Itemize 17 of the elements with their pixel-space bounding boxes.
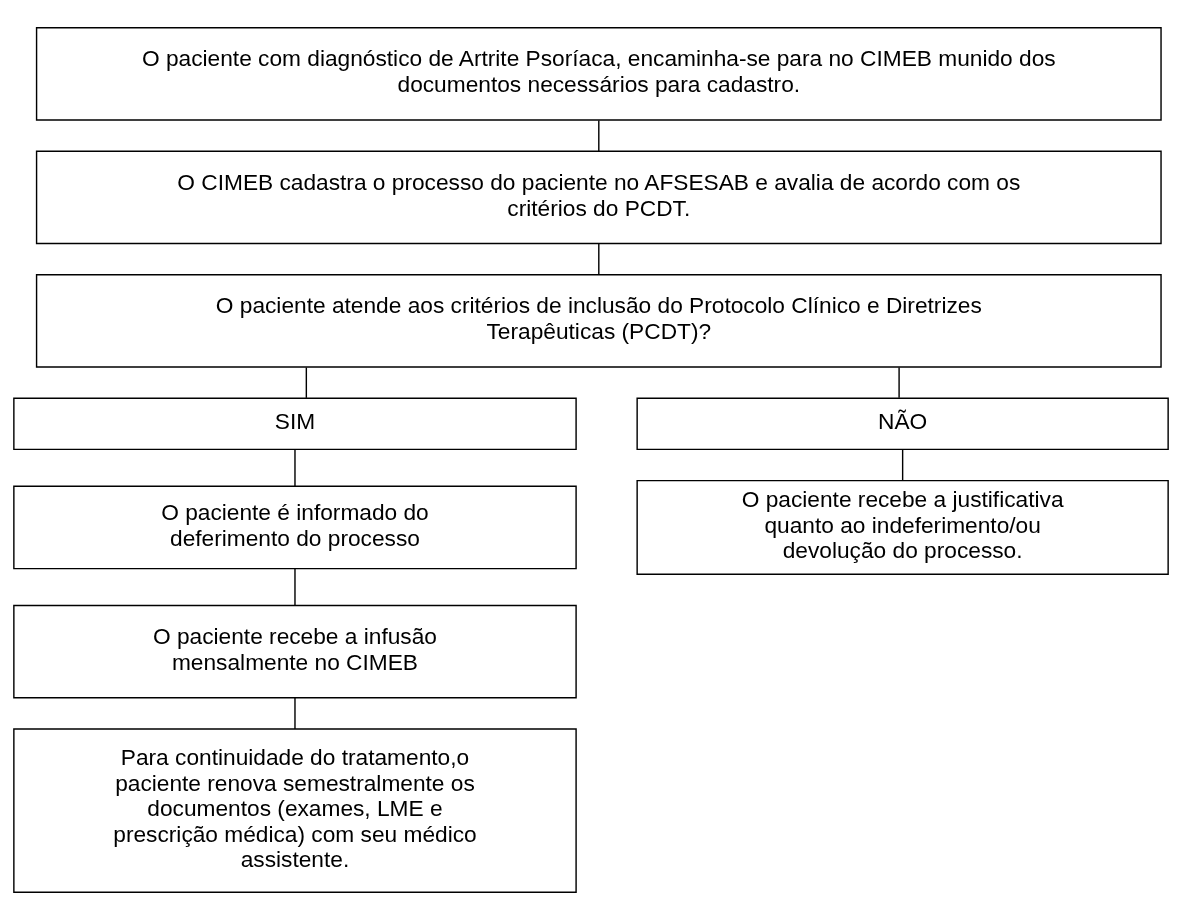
connector <box>294 696 296 730</box>
node-box: O CIMEB cadastra o processo do paciente no AFSESAB e avalia de acordo com os critérios do PCDT. <box>35 150 1162 244</box>
connector <box>598 119 600 152</box>
node-box: O paciente com diagnóstico de Artrite Psoríaca, encaminha-se para no CIMEB munido dos documentos necessários para cadastro. <box>35 26 1162 121</box>
node-box: O paciente é informado do deferimento do processo <box>13 485 577 569</box>
node-box: SIM <box>13 397 577 450</box>
node-box: O paciente recebe a justificativa quanto ao indeferimento/ou devolução do processo. <box>636 479 1169 575</box>
connector <box>598 242 600 275</box>
node-box: NÃO <box>636 397 1169 450</box>
connector <box>901 448 904 481</box>
connector <box>305 366 308 399</box>
node-box: O paciente recebe a infusão mensalmente no CIMEB <box>13 604 577 698</box>
node-box: O paciente atende aos critérios de inclusão do Protocolo Clínico e Diretrizes Terapêuticas (PCDT)? <box>35 273 1162 368</box>
node-box: Para continuidade do tratamento,o paciente renova semestralmente os documentos (exames, LME e prescrição médica) com seu médico assistente. <box>13 727 577 893</box>
connector <box>898 366 900 399</box>
connector <box>294 448 296 487</box>
connector <box>294 567 296 606</box>
